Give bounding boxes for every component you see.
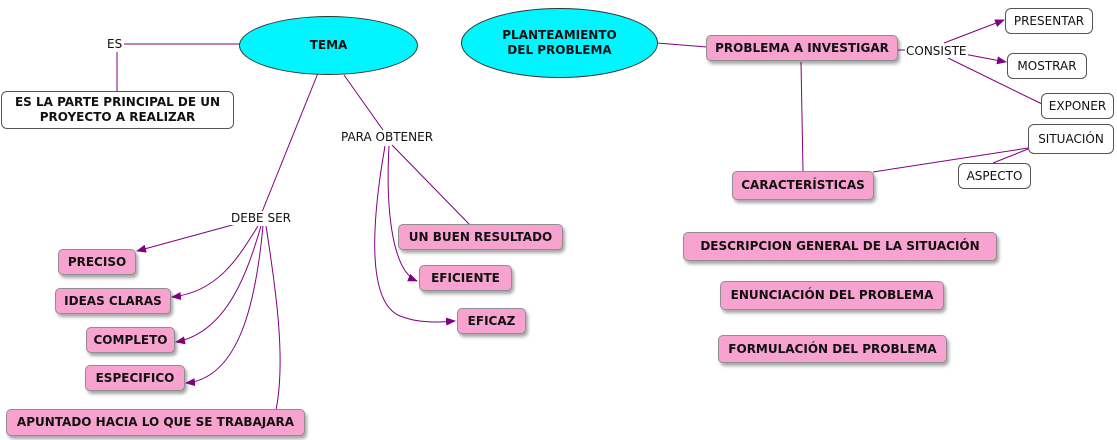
apuntado-node[interactable]: APUNTADO HACIA LO QUE SE TRABAJARA (6, 409, 305, 436)
preciso-label: PRECISO (67, 254, 127, 269)
especifico-label: ESPECIFICO (95, 370, 175, 385)
mostrar-box[interactable]: MOSTRAR (1007, 53, 1087, 79)
ideas-claras-label: IDEAS CLARAS (64, 293, 162, 308)
apuntado-label: APUNTADO HACIA LO QUE SE TRABAJARA (16, 415, 295, 429)
completo-node[interactable]: COMPLETO (86, 327, 175, 353)
link-problema-caracteristicas (800, 61, 804, 172)
link-label-debe-ser: DEBE SER (230, 211, 292, 225)
tema-label: TEMA (309, 38, 348, 52)
link-planteamiento-problema (656, 42, 708, 48)
link-para-obtener-eficaz (374, 145, 456, 326)
tema-ellipse[interactable]: TEMA (239, 16, 418, 75)
link-debe-ser-completo (175, 225, 262, 345)
preciso-node[interactable]: PRECISO (58, 249, 136, 275)
mostrar-label: MOSTRAR (1017, 58, 1077, 73)
eficaz-label: EFICAZ (467, 313, 516, 328)
situacion-box[interactable]: SITUACIÓN (1028, 124, 1114, 154)
link-label-para-obtener: PARA OBTENER (340, 130, 435, 144)
link-debe-ser-preciso (136, 223, 237, 253)
formulacion-label: FORMULACIÓN DEL PROBLEMA (728, 341, 937, 356)
especifico-node[interactable]: ESPECIFICO (85, 365, 185, 391)
es-definition-box[interactable]: ES LA PARTE PRINCIPAL DE UN PROYECTO A R… (1, 91, 234, 129)
link-debe-ser-apuntado (265, 225, 281, 411)
link-tema-para-obtener (343, 74, 384, 131)
link-label-es: ES (106, 37, 124, 51)
problema-investigar-label: PROBLEMA A INVESTIGAR (715, 40, 889, 55)
link-consiste-exponer (947, 57, 1043, 105)
link-situacion-aspecto (992, 148, 1029, 164)
es-definition-label: ES LA PARTE PRINCIPAL DE UN PROYECTO A R… (14, 95, 221, 124)
eficaz-node[interactable]: EFICAZ (457, 308, 526, 334)
descripcion-label: DESCRIPCION GENERAL DE LA SITUACIÓN (700, 239, 980, 253)
ideas-claras-node[interactable]: IDEAS CLARAS (55, 288, 171, 314)
presentar-box[interactable]: PRESENTAR (1005, 8, 1093, 34)
link-debe-ser-especifico (185, 225, 264, 387)
presentar-label: PRESENTAR (1013, 13, 1085, 28)
exponer-label: EXPONER (1048, 98, 1107, 113)
eficiente-node[interactable]: EFICIENTE (419, 265, 512, 291)
planteamiento-label: PLANTEAMIENTO DEL PROBLEMA (502, 28, 617, 57)
link-consiste-presentar (943, 19, 1005, 44)
aspecto-box[interactable]: ASPECTO (958, 163, 1031, 189)
link-tema-debe-ser (261, 72, 319, 213)
link-caracteristicas-situacion (872, 147, 1029, 173)
formulacion-node[interactable]: FORMULACIÓN DEL PROBLEMA (718, 335, 947, 363)
enunciacion-label: ENUNCIACIÓN DEL PROBLEMA (730, 288, 934, 302)
planteamiento-ellipse[interactable]: PLANTEAMIENTO DEL PROBLEMA (461, 8, 658, 78)
link-debe-ser-ideas-claras (171, 225, 259, 300)
link-label-consiste: CONSISTE (905, 44, 968, 58)
situacion-label: SITUACIÓN (1038, 131, 1104, 146)
exponer-box[interactable]: EXPONER (1041, 93, 1114, 119)
enunciacion-node[interactable]: ENUNCIACIÓN DEL PROBLEMA (720, 281, 944, 310)
aspecto-label: ASPECTO (966, 168, 1023, 183)
problema-investigar-node[interactable]: PROBLEMA A INVESTIGAR (706, 35, 898, 61)
eficiente-label: EFICIENTE (431, 270, 500, 285)
buen-resultado-label: UN BUEN RESULTADO (408, 229, 553, 244)
completo-label: COMPLETO (93, 332, 168, 347)
link-para-obtener-buen-resultado (391, 144, 470, 225)
descripcion-node[interactable]: DESCRIPCION GENERAL DE LA SITUACIÓN (683, 232, 997, 261)
link-para-obtener-eficiente (387, 145, 418, 282)
buen-resultado-node[interactable]: UN BUEN RESULTADO (398, 224, 563, 250)
caracteristicas-label: CARACTERÍSTICAS (741, 178, 865, 192)
caracteristicas-node[interactable]: CARACTERÍSTICAS (732, 171, 874, 200)
